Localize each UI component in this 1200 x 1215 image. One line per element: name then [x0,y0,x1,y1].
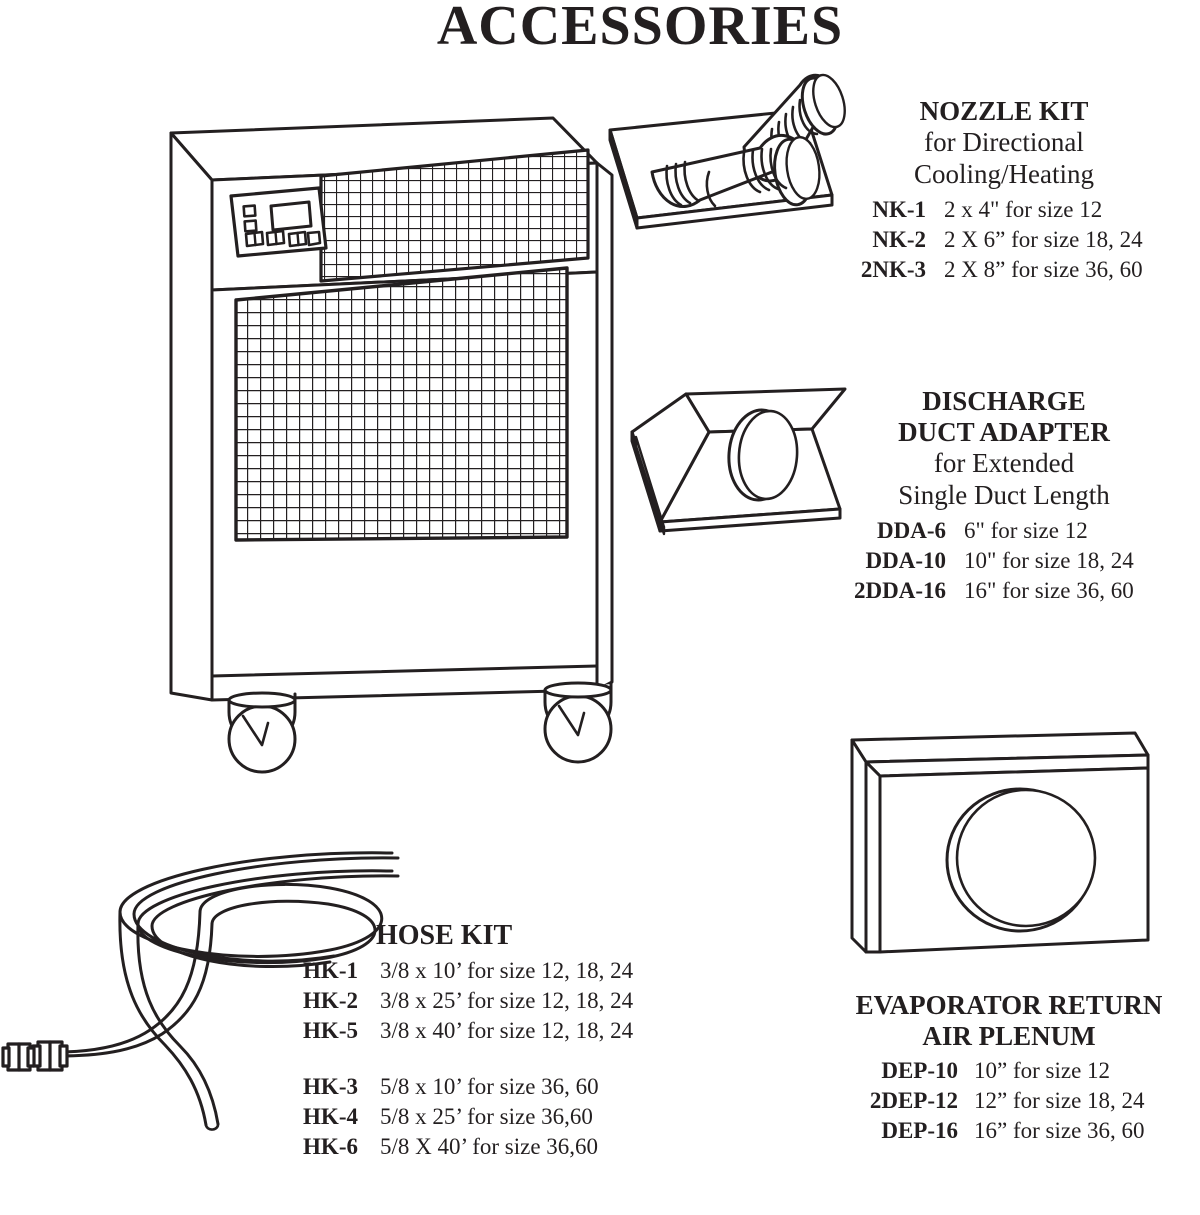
page-title: ACCESSORIES [436,0,844,57]
part-code: HK-2 [303,988,358,1014]
plenum-heading-line1: EVAPORATOR RETURN [855,990,1163,1020]
part-code: NK-2 [872,226,926,252]
part-description: 5/8 x 25’ for size 36,60 [380,1103,593,1129]
part-description: 16" for size 36, 60 [964,577,1134,603]
part-description: 16” for size 36, 60 [974,1117,1145,1143]
discharge-duct-adapter-section: DISCHARGE DUCT ADAPTER for Extended Sing… [808,386,1200,605]
part-description: 10" for size 18, 24 [964,547,1134,573]
table-row: HK-4 5/8 x 25’ for size 36,60 [258,1102,728,1132]
nozzle-kit-subheading-line1: for Directional [924,127,1084,158]
part-description: 10” for size 12 [974,1058,1111,1084]
table-row: DEP-10 10” for size 12 [818,1056,1200,1086]
duct-adapter-heading-line2: DUCT ADAPTER [898,417,1110,448]
duct-adapter-heading-line1: DISCHARGE [922,386,1086,416]
table-row: DDA-6 6" for size 12 [808,516,1200,546]
part-description: 2 X 6” for size 18, 24 [944,226,1143,252]
table-row: 2NK-3 2 X 8” for size 36, 60 [808,255,1200,285]
part-code: HK-1 [303,958,358,984]
part-code: HK-4 [303,1103,358,1129]
part-code: DEP-10 [881,1058,958,1084]
part-description: 3/8 x 10’ for size 12, 18, 24 [380,958,634,984]
table-row: 2DEP-12 12” for size 18, 24 [818,1086,1200,1116]
part-description: 2 x 4" for size 12 [944,196,1103,222]
table-row: HK-5 3/8 x 40’ for size 12, 18, 24 [258,1016,728,1046]
table-row: HK-1 3/8 x 10’ for size 12, 18, 24 [258,956,728,986]
table-row: HK-3 5/8 x 10’ for size 36, 60 [258,1072,728,1102]
part-code: HK-5 [303,1017,358,1043]
part-code: HK-3 [303,1073,358,1099]
plenum-art [850,731,1150,954]
plenum-heading-line2: AIR PLENUM [922,1021,1096,1052]
table-row: HK-2 3/8 x 25’ for size 12, 18, 24 [258,986,728,1016]
part-description: 6" for size 12 [964,517,1088,543]
nozzle-kit-part-list: NK-1 2 x 4" for size 12 NK-2 2 X 6” for … [808,195,1200,285]
part-code: 2DDA-16 [854,577,946,603]
caster-right [543,681,613,764]
part-description: 3/8 x 40’ for size 12, 18, 24 [380,1017,634,1043]
part-group-spacer [258,1046,728,1072]
duct-adapter-subheading-line2: Single Duct Length [898,479,1110,510]
caster-left [227,691,297,774]
hose-kit-heading: HOSE KIT [376,920,513,951]
evaporator-return-air-plenum-section: EVAPORATOR RETURN AIR PLENUM DEP-10 10” … [818,990,1200,1146]
part-description: 12” for size 18, 24 [974,1087,1145,1113]
nozzle-kit-section: NOZZLE KIT for Directional Cooling/Heati… [808,96,1200,284]
part-code: DDA-6 [877,517,946,543]
table-row: 2DDA-16 16" for size 36, 60 [808,576,1200,606]
part-code: DEP-16 [881,1117,958,1143]
nozzle-kit-subheading-line2: Cooling/Heating [914,158,1094,189]
part-description: 5/8 x 10’ for size 36, 60 [380,1073,599,1099]
table-row: DDA-10 10" for size 18, 24 [808,546,1200,576]
duct-adapter-part-list: DDA-6 6" for size 12 DDA-10 10" for size… [808,516,1200,606]
part-description: 3/8 x 25’ for size 12, 18, 24 [380,988,634,1014]
table-row: NK-1 2 x 4" for size 12 [808,195,1200,225]
hose-kit-part-list: HK-1 3/8 x 10’ for size 12, 18, 24 HK-2 … [258,956,728,1161]
table-row: HK-6 5/8 X 40’ for size 36,60 [258,1132,728,1162]
table-row: NK-2 2 X 6” for size 18, 24 [808,225,1200,255]
part-code: DDA-10 [865,547,947,573]
plenum-part-list: DEP-10 10” for size 12 2DEP-12 12” for s… [818,1056,1200,1146]
nozzle-kit-heading: NOZZLE KIT [919,96,1089,126]
portable-ac-unit-art [169,116,614,774]
part-description: 2 X 8” for size 36, 60 [944,256,1143,282]
part-code: NK-1 [872,196,926,222]
part-code: 2DEP-12 [869,1087,958,1113]
part-code: 2NK-3 [860,256,926,282]
duct-adapter-subheading-line1: for Extended [933,448,1075,479]
hose-kit-section: HOSE KIT HK-1 3/8 x 10’ for size 12, 18,… [258,920,728,1162]
part-description: 5/8 X 40’ for size 36,60 [380,1133,599,1159]
part-code: HK-6 [303,1133,358,1159]
table-row: DEP-16 16” for size 36, 60 [818,1116,1200,1146]
